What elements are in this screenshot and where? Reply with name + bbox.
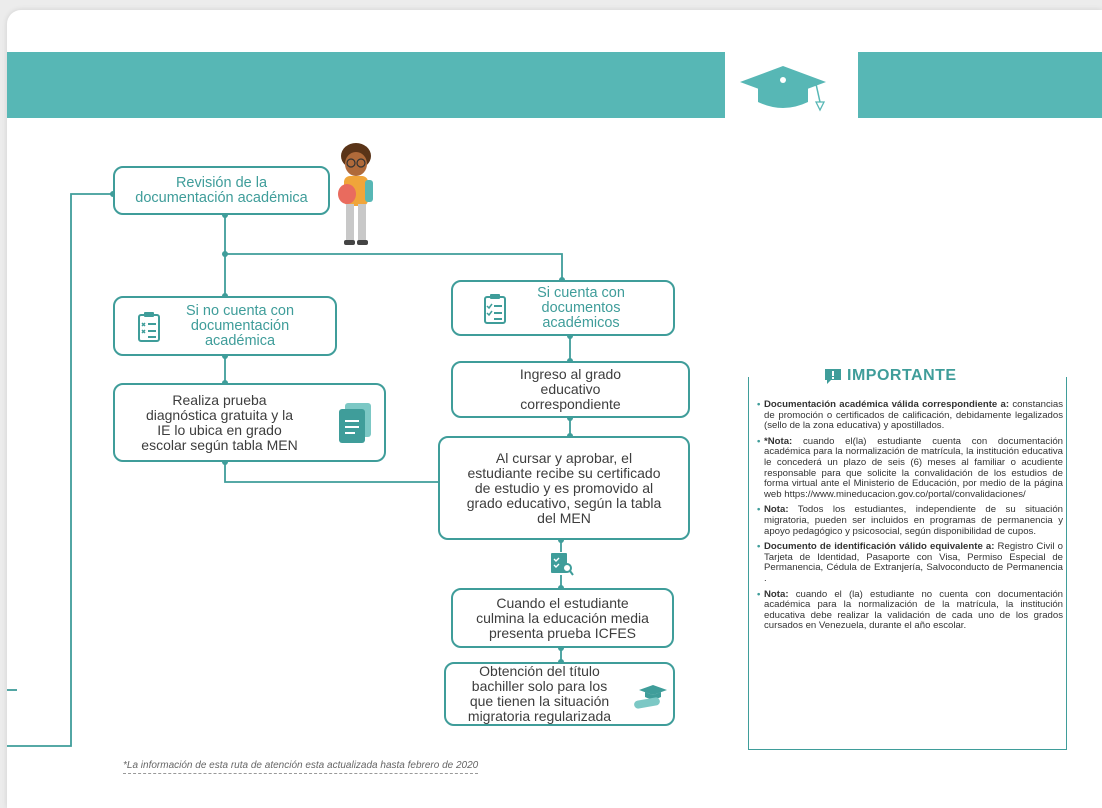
checklist-icon (138, 312, 160, 342)
box-culmina: Cuando el estudiante culmina la educació… (451, 588, 674, 648)
box-ingreso: Ingreso al grado educativo correspondien… (451, 361, 690, 418)
note-item: •Nota: Todos los estudiantes, independie… (757, 504, 1063, 537)
note-text: cuando el (la) estudiante no cuenta con … (764, 588, 1063, 632)
important-notes: •Documentación académica válida correspo… (757, 399, 1064, 637)
header-band-right (858, 52, 1102, 118)
box-revision: Revisión de la documentación académica (113, 166, 330, 215)
note-bold: Documento de identificación válido equiv… (764, 541, 995, 553)
page-canvas: Revisión de la documentación académica S… (7, 10, 1102, 808)
checklist-icon (484, 294, 506, 324)
note-item: •Nota: cuando el (la) estudiante no cuen… (757, 588, 1063, 632)
important-title: IMPORTANTE (847, 367, 957, 384)
note-text: Registro Civil o Tarjeta de Identidad, P… (764, 541, 1063, 584)
box-ingreso-label: Ingreso al grado educativo correspondien… (519, 366, 622, 412)
box-cursar-label: Al cursar y aprobar, el estudiante recib… (466, 449, 662, 526)
student-character (338, 143, 373, 245)
important-panel (748, 377, 1067, 750)
important-heading: IMPORTANTE (817, 367, 963, 385)
box-prueba: Realiza prueba diagnóstica gratuita y la… (113, 383, 386, 462)
box-revision-label: Revisión de la documentación académica (135, 174, 308, 206)
box-si-cuenta-label: Si cuenta con documentos académicos (537, 284, 625, 331)
diploma-cap-icon (634, 685, 667, 709)
note-item: •Documento de identificación válido equi… (757, 541, 1063, 584)
warning-chat-icon (825, 369, 841, 384)
box-cursar: Al cursar y aprobar, el estudiante recib… (438, 436, 690, 540)
note-bold: Nota: (764, 504, 789, 516)
note-item: •*Nota: cuando el(la) estudiante cuenta … (757, 435, 1063, 500)
box-no-cuenta: Si no cuenta con documentación académica (113, 296, 337, 356)
box-titulo: Obtención del título bachiller solo para… (444, 662, 675, 726)
note-text: cuando el(la) estudiante cuenta con docu… (764, 435, 1063, 500)
checklist-search-icon (551, 553, 574, 576)
note-bold: Documentación académica válida correspon… (764, 399, 1010, 410)
graduation-cap-icon (740, 66, 826, 112)
note-item: •Documentación académica válida correspo… (757, 399, 1064, 432)
header-band-left (7, 52, 725, 118)
note-text: Todos los estudiantes, independiente de … (764, 504, 1063, 537)
box-prueba-label: Realiza prueba diagnóstica gratuita y la… (141, 391, 298, 453)
box-si-cuenta: Si cuenta con documentos académicos (451, 280, 675, 336)
note-bold: Nota: (764, 588, 789, 600)
document-icon (339, 403, 371, 443)
box-titulo-label: Obtención del título bachiller solo para… (467, 663, 612, 724)
note-bold: *Nota: (764, 435, 793, 447)
box-no-cuenta-label: Si no cuenta con documentación académica (185, 302, 295, 349)
box-culmina-label: Cuando el estudiante culmina la educació… (476, 594, 649, 641)
footnote: *La información de esta ruta de atención… (123, 760, 479, 774)
note-text: constancias de promoción o certificados … (764, 399, 1064, 432)
